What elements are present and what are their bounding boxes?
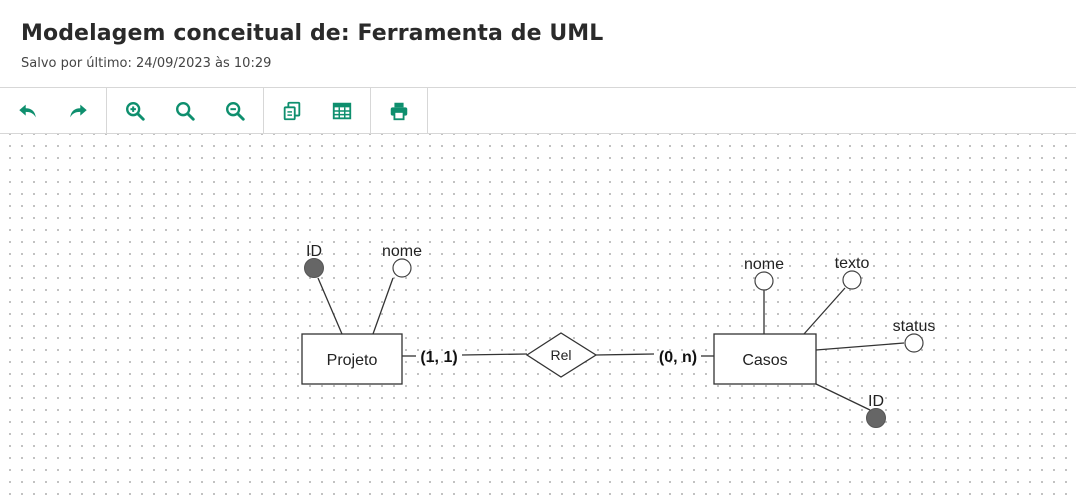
relationship-rel[interactable]	[525, 332, 598, 378]
projeto-nome-connector	[372, 277, 394, 335]
attribute-casos-nome-dot[interactable]	[754, 271, 774, 291]
zoom-out-button[interactable]	[210, 88, 260, 133]
cardinality-projeto: (1, 1)	[420, 349, 457, 366]
entity-casos[interactable]	[713, 333, 817, 385]
rel-card-connector-right	[595, 353, 655, 356]
card-rel-connector-left	[461, 353, 528, 356]
history-group	[0, 88, 107, 133]
zoom-reset-button[interactable]	[160, 88, 210, 133]
attribute-casos-status-label: status	[893, 318, 936, 335]
copy-icon	[283, 101, 301, 120]
attribute-casos-id-key-dot[interactable]	[866, 408, 886, 428]
redo-button[interactable]	[53, 88, 103, 133]
redo-icon	[70, 104, 87, 117]
attribute-casos-id-label: ID	[868, 393, 884, 410]
relationship-rel-label: Rel	[550, 347, 571, 363]
last-saved-text: Salvo por último: 24/09/2023 às 10:29	[21, 56, 272, 71]
print-icon	[390, 102, 408, 120]
entity-casos-label: Casos	[742, 352, 787, 369]
copy-button[interactable]	[267, 88, 317, 133]
print-group	[371, 88, 428, 133]
diagram-canvas[interactable]: Projeto Casos Rel (1, 1) (0, n) ID nome …	[0, 134, 1076, 497]
attribute-casos-nome-label: nome	[744, 256, 784, 273]
er-diagram: Projeto Casos Rel (1, 1) (0, n) ID nome …	[301, 243, 936, 428]
projeto-id-connector	[317, 277, 343, 335]
attribute-casos-texto-label: texto	[835, 255, 870, 272]
attribute-projeto-id-key-dot[interactable]	[304, 258, 324, 278]
zoom-out-icon	[226, 101, 245, 121]
attribute-projeto-nome-label: nome	[382, 243, 422, 260]
zoom-group	[107, 88, 264, 133]
page-header: Modelagem conceitual de: Ferramenta de U…	[0, 0, 1076, 88]
attribute-projeto-id-label: ID	[306, 243, 322, 260]
toolbar	[0, 88, 1076, 134]
entity-projeto-label: Projeto	[327, 352, 378, 369]
undo-icon	[19, 104, 36, 117]
casos-texto-connector	[803, 287, 846, 335]
table-button[interactable]	[317, 88, 367, 133]
page-title: Modelagem conceitual de: Ferramenta de U…	[21, 21, 604, 46]
zoom-reset-icon	[176, 101, 195, 121]
zoom-in-icon	[126, 101, 145, 121]
table-icon	[332, 102, 352, 119]
casos-status-connector	[815, 342, 905, 351]
zoom-in-button[interactable]	[110, 88, 160, 133]
entity-projeto[interactable]	[301, 333, 403, 385]
attribute-projeto-nome-dot[interactable]	[392, 258, 412, 278]
cardinality-casos: (0, n)	[659, 349, 697, 366]
attribute-casos-texto-dot[interactable]	[842, 270, 862, 290]
attribute-casos-status-dot[interactable]	[904, 333, 924, 353]
print-button[interactable]	[374, 88, 424, 133]
undo-button[interactable]	[3, 88, 53, 133]
data-group	[264, 88, 371, 133]
casos-id-connector	[815, 383, 871, 411]
